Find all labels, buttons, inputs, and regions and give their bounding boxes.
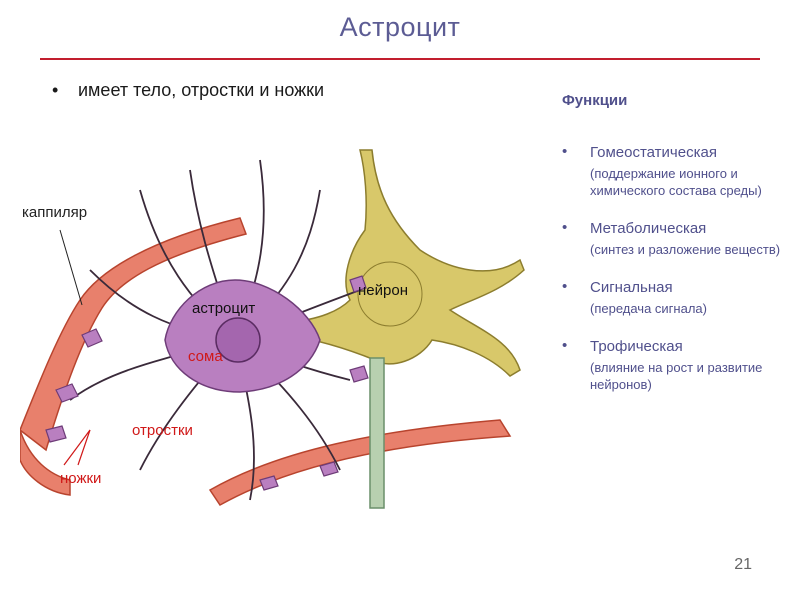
function-description: (влияние на рост и развитие нейронов) <box>590 360 763 392</box>
function-item: • Трофическая (влияние на рост и развити… <box>562 337 790 393</box>
bullet-dot-icon: • <box>562 278 568 295</box>
neuron-cell <box>287 149 525 509</box>
functions-panel: Функции • Гомеостатическая (поддержание … <box>562 92 790 413</box>
page-number: 21 <box>734 556 752 573</box>
function-name: Метаболическая <box>590 220 707 237</box>
bullet-dot-icon: • <box>562 337 568 354</box>
capillary-vessel-lower <box>19 429 71 496</box>
function-name: Трофическая <box>590 338 683 355</box>
label-neuron: нейрон <box>358 282 408 299</box>
intro-bullet: • имеет тело, отростки и ножки <box>52 80 325 101</box>
bullet-dot-icon: • <box>562 219 568 236</box>
astrocyte-illustration <box>19 149 525 509</box>
capillary-vessel-bottom <box>208 419 512 506</box>
intro-bullet-text: имеет тело, отростки и ножки <box>78 80 325 100</box>
function-description: (поддержание ионного и химического соста… <box>590 166 762 198</box>
bullet-dot-icon: • <box>562 143 568 160</box>
function-description: (синтез и разложение веществ) <box>590 242 781 257</box>
function-item: • Метаболическая (синтез и разложение ве… <box>562 219 790 258</box>
bullet-dot-icon: • <box>52 80 59 100</box>
label-capillary: каппиляр <box>22 204 88 221</box>
slide-title: Астроцит <box>339 12 461 42</box>
neuron-nucleus <box>357 261 423 327</box>
label-soma: сома <box>188 348 223 365</box>
function-item: • Гомеостатическая (поддержание ионного … <box>562 143 790 199</box>
astrocyte-diagram: каппиляр астроцит нейрон сома отростки н… <box>19 130 540 510</box>
title-divider <box>40 58 760 60</box>
astrocyte-soma <box>215 317 261 363</box>
label-astrocyte: астроцит <box>192 300 256 317</box>
function-name: Сигнальная <box>590 279 673 296</box>
astrocyte-feet <box>45 275 369 491</box>
functions-heading: Функции <box>562 92 628 109</box>
label-feet: ножки <box>60 470 102 487</box>
function-item: • Сигнальная (передача сигнала) <box>562 278 790 317</box>
function-name: Гомеостатическая <box>590 144 717 161</box>
capillary-vessel <box>19 217 247 452</box>
label-processes: отростки <box>132 422 193 439</box>
function-description: (передача сигнала) <box>590 301 707 316</box>
